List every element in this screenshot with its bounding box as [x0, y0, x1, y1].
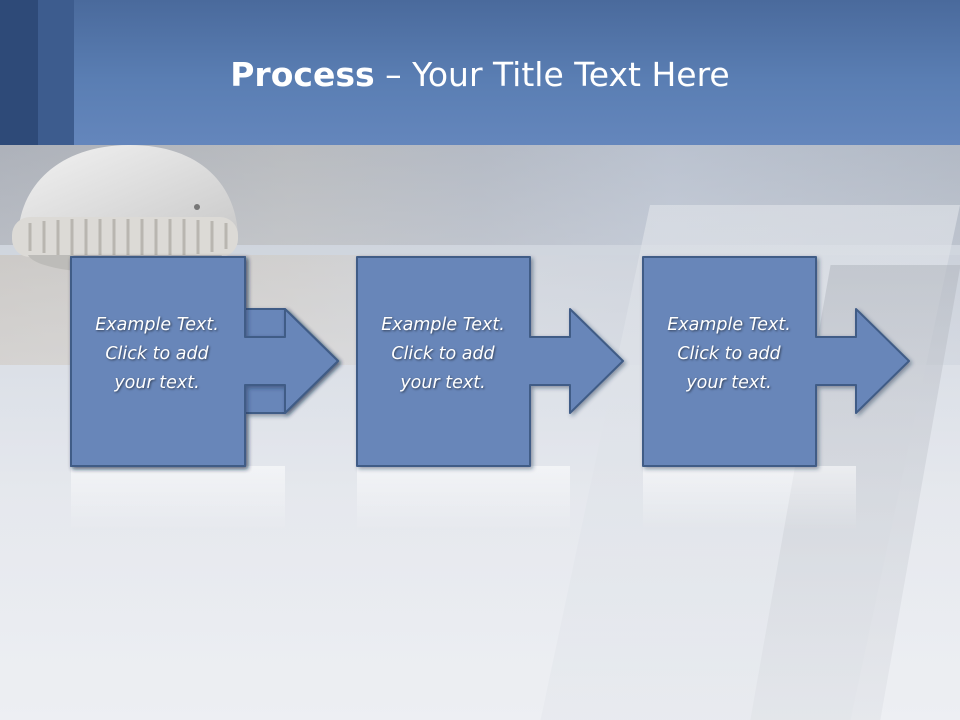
- process-step-2-text[interactable]: Example Text. Click to add your text.: [357, 311, 529, 398]
- slide-title[interactable]: Process – Your Title Text Here: [0, 52, 960, 98]
- process-step-3-text[interactable]: Example Text. Click to add your text.: [643, 311, 815, 398]
- title-bar: Process – Your Title Text Here: [0, 0, 960, 145]
- step-2-line-2: Click to add: [391, 344, 495, 364]
- slide-title-bold: Process: [230, 55, 375, 94]
- step-3-line-3: your text.: [686, 373, 772, 393]
- step-reflections: [71, 466, 856, 530]
- process-step-1-text[interactable]: Example Text. Click to add your text.: [71, 311, 243, 398]
- step-2-line-3: your text.: [400, 373, 486, 393]
- step-1-line-1: Example Text.: [95, 315, 219, 335]
- header-accent-stripe-light: [38, 0, 74, 145]
- process-step-3-shape[interactable]: [642, 256, 910, 467]
- process-step-1-outline: [70, 256, 339, 467]
- slide-title-rest: – Your Title Text Here: [374, 55, 730, 94]
- process-step-2-shape[interactable]: [356, 256, 624, 467]
- step-3-line-2: Click to add: [677, 344, 781, 364]
- step-1-line-2: Click to add: [105, 344, 209, 364]
- step-1-line-3: your text.: [114, 373, 200, 393]
- step-2-line-1: Example Text.: [381, 315, 505, 335]
- header-accent-stripe: [0, 0, 38, 145]
- step-3-line-1: Example Text.: [667, 315, 791, 335]
